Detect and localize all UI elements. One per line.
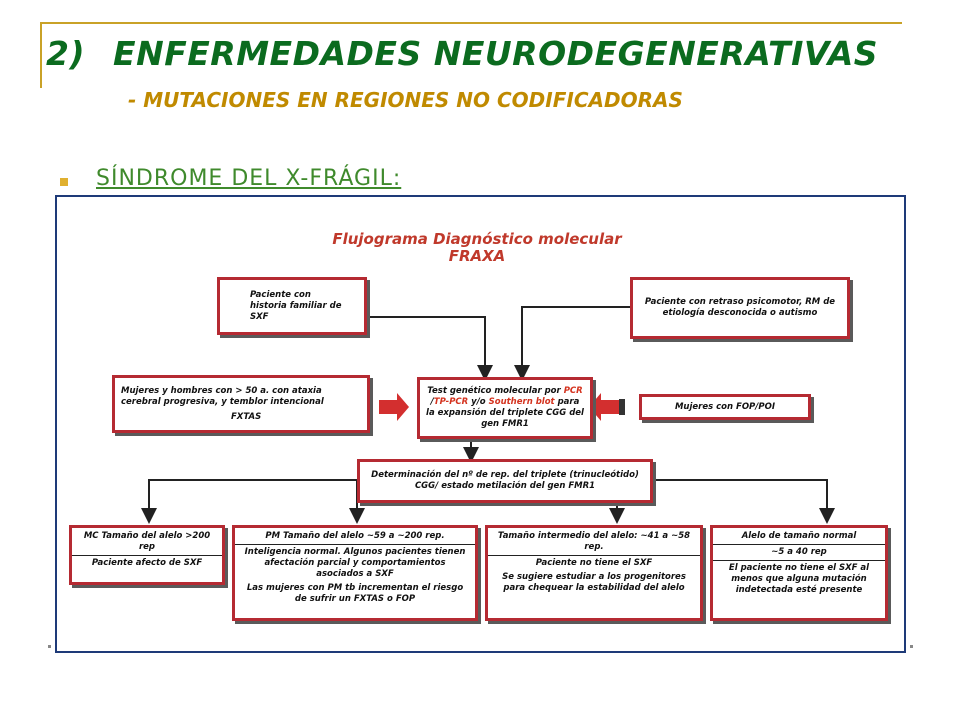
- box-psychomotor: Paciente con retraso psicomotor, RM de e…: [630, 277, 850, 339]
- box-psychomotor-text: Paciente con retraso psicomotor, RM de e…: [644, 297, 836, 318]
- red-arrow-left-icon: [379, 393, 409, 421]
- frame-marker-right: [910, 645, 913, 648]
- outcome-2-bottom: Las mujeres con PM tb incrementan el rie…: [246, 583, 464, 604]
- outcome-1-bottom: Paciente afecto de SXF: [91, 558, 203, 568]
- outcome-3-top: Tamaño intermedio del alelo: ~41 a ~58 r…: [497, 531, 691, 552]
- connector-to-outcome-4: [653, 479, 835, 524]
- box-ataxia-text: Mujeres y hombres con > 50 a. con ataxia…: [121, 385, 324, 407]
- header-rule-horizontal: [40, 22, 902, 24]
- outcome-3-mid: Paciente no tiene el SXF: [535, 558, 653, 568]
- outcome-full-mutation: MC Tamaño del alelo >200 rep Paciente af…: [69, 525, 225, 585]
- outcome-4-mid: ~5 a 40 rep: [771, 547, 827, 557]
- outcome-3-bottom: Se sugiere estudiar a los progenitores p…: [502, 572, 686, 593]
- slide-title-text: ENFERMEDADES NEURODEGENERATIVAS: [113, 34, 879, 73]
- outcome-premutation: PM Tamaño del alelo ~59 a ~200 rep. Inte…: [232, 525, 478, 621]
- flowchart-title: Flujograma Diagnóstico molecular FRAXA: [297, 231, 657, 265]
- test-southern: Southern blot: [488, 397, 555, 407]
- box-fop: Mujeres con FOP/POI: [639, 394, 811, 420]
- box-ataxia-tag: FXTAS: [231, 411, 262, 422]
- flowchart-title-line2: FRAXA: [448, 247, 506, 265]
- box-determination-text: Determinación del nº de rep. del triplet…: [371, 470, 639, 491]
- flowchart-title-line1: Flujograma Diagnóstico molecular: [332, 230, 622, 248]
- slide-title: 2) ENFERMEDADES NEURODEGENERATIVAS: [46, 34, 878, 73]
- slide-subtitle: - MUTACIONES EN REGIONES NO CODIFICADORA…: [128, 88, 683, 112]
- connector-to-outcome-1: [141, 479, 357, 524]
- outcome-2-mid: Inteligencia normal. Algunos pacientes t…: [244, 547, 466, 579]
- section-heading: SÍNDROME DEL X-FRÁGIL:: [96, 166, 402, 191]
- arrow-stub-icon: [619, 399, 625, 415]
- outcome-intermediate: Tamaño intermedio del alelo: ~41 a ~58 r…: [485, 525, 703, 621]
- box-family-history: Paciente con historia familiar de SXF: [217, 277, 367, 335]
- test-or: y/o: [468, 397, 489, 407]
- box-family-history-text: Paciente con historia familiar de SXF: [250, 289, 342, 322]
- box-fop-text: Mujeres con FOP/POI: [674, 401, 776, 412]
- bullet-icon: [60, 178, 68, 186]
- outcome-1-top: MC Tamaño del alelo >200 rep: [83, 531, 211, 552]
- outcome-4-bottom: El paciente no tiene el SXF al menos que…: [728, 563, 870, 595]
- box-ataxia: Mujeres y hombres con > 50 a. con ataxia…: [112, 375, 370, 433]
- outcome-normal: Alelo de tamaño normal ~5 a 40 rep El pa…: [710, 525, 888, 621]
- box-genetic-test-text: Test genético molecular por PCR /TP-PCR …: [426, 386, 584, 430]
- test-suffix: para la expansión del triplete CGG del g…: [426, 397, 584, 429]
- box-determination: Determinación del nº de rep. del triplet…: [357, 459, 653, 503]
- test-pcr: PCR: [563, 386, 583, 396]
- slide-title-number: 2): [46, 34, 86, 73]
- test-sep: /: [430, 397, 434, 407]
- test-prefix: Test genético molecular por: [427, 386, 561, 396]
- red-arrow-right-icon: [589, 393, 619, 421]
- frame-marker-left: [48, 645, 51, 648]
- header-rule-vertical: [40, 22, 42, 88]
- outcome-2-top: PM Tamaño del alelo ~59 a ~200 rep.: [265, 531, 445, 541]
- box-genetic-test: Test genético molecular por PCR /TP-PCR …: [417, 377, 593, 439]
- test-tppcr: TP-PCR: [433, 397, 469, 407]
- outcome-4-top: Alelo de tamaño normal: [741, 531, 857, 541]
- connector-psychomotor-to-test: [514, 306, 630, 381]
- flowchart-frame: Flujograma Diagnóstico molecular FRAXA P…: [55, 195, 906, 653]
